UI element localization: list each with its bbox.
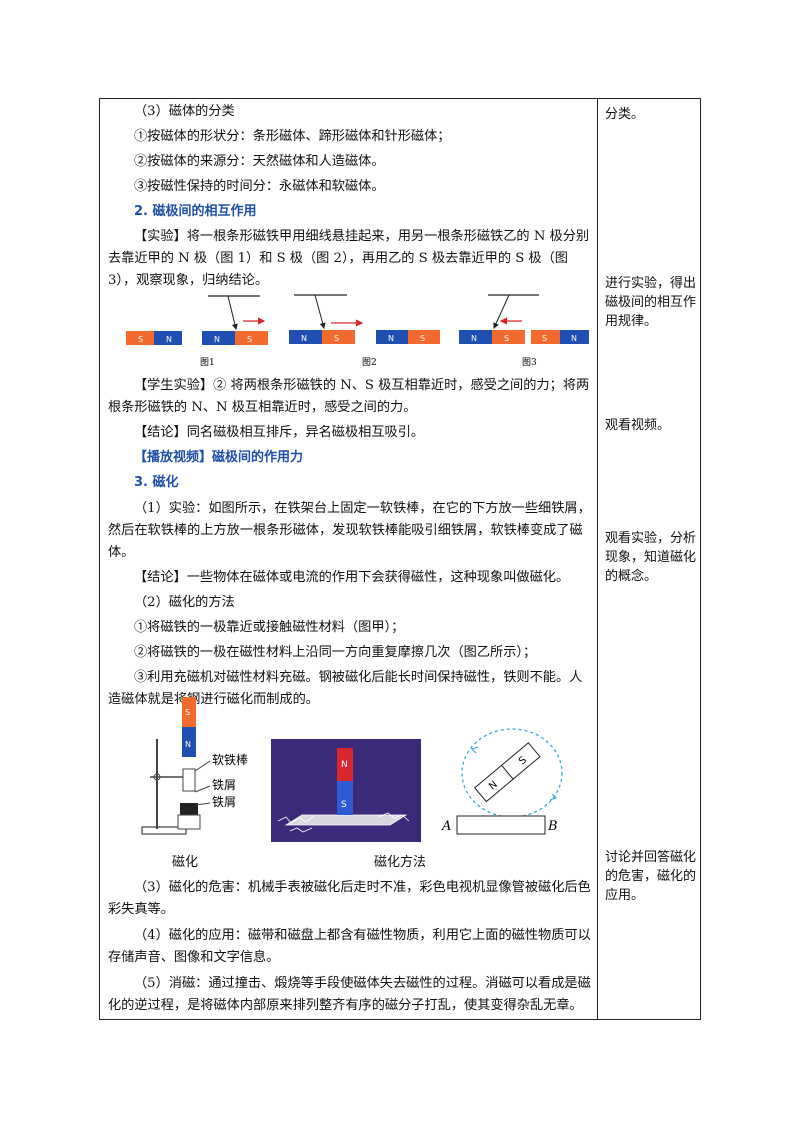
side-note-5: 讨论并回答磁化的危害，磁化的应用。 [605,850,697,903]
figure-caption: 图2 [362,357,377,368]
text-demagnetization: （5）消磁：通过撞击、煅烧等手段使磁体失去磁性的过程。消磁可以看成是磁化的逆过程… [108,976,591,1013]
text-method-2: ②将磁铁的一极在磁性材料上沿同一方向重复摩擦几次（图乙所示）； [134,645,537,660]
magnet-south-half [235,331,268,345]
pole-label: N [341,760,348,770]
text-conclusion-poles: 【结论】同名磁极相互排斥，异名磁极相互吸引。 [134,425,425,440]
thread [493,294,510,329]
thread [227,295,238,330]
pole-label: S [517,755,529,768]
rubbing-magnet-divider [501,765,514,780]
text-student-experiment: 【学生实验】② 将两根条形磁铁的 N、S 极互相靠近时，感受之间的力；将两根条形… [108,378,590,415]
text-method-1: ①将磁铁的一极靠近或接触磁性材料（图甲）； [134,620,405,635]
magnet-north-half [376,330,408,344]
text-source: ②按磁体的来源分：天然磁体和人造磁体。 [134,154,385,169]
photo-magnet-north [337,748,353,781]
text-conclusion-magnetization: 【结论】一些物体在磁体或电流的作用下会获得磁性，这种现象叫做磁化。 [134,570,570,585]
pole-interaction-figure: S N N S 图1 N S N S 图2 N [126,294,589,368]
pole-label: S [138,335,143,344]
caption-methods: 磁化方法 [374,855,427,870]
side-note-2: 进行实验，得出磁极间的相互作用规律。 [605,276,697,329]
heading-pole-interaction: 2. 磁极间的相互作用 [134,204,257,219]
lesson-table: （3）磁体的分类 ①按磁体的形状分：条形磁体、蹄形磁体和针形磁体； ②按磁体的来… [99,98,701,1020]
pole-label: S [247,335,252,344]
pole-label: N [388,334,394,343]
heading-magnetization: 3. 磁化 [134,475,179,490]
photo-magnet-south [337,781,353,815]
magnet-south-half [126,331,154,345]
magnet-north-half [202,331,235,345]
pole-label: N [166,335,172,344]
pole-label: S [334,334,339,343]
filings-sparks [277,812,410,833]
steel-bar-ab [456,815,546,835]
label-filings: 铁屑 [212,778,236,792]
text-applications: （4）磁化的应用：磁带和磁盘上都含有磁性物质，利用它上面的磁性物质可以存储声音、… [108,928,591,965]
pole-label: N [185,740,191,749]
pole-label: S [504,334,509,343]
side-note-4: 观看实验，分析现象，知道磁化的概念。 [605,531,697,584]
thread [314,294,326,329]
column-divider [597,99,598,1019]
label-soft-iron-rod: 软铁棒 [212,753,248,767]
label-filings: 铁屑 [212,795,236,809]
stand-base [141,826,187,835]
magnet-south-half [492,330,525,344]
figure-caption: 图1 [200,357,215,368]
figure-caption: 图3 [522,357,537,368]
magnet-north-half [154,331,182,345]
text-magnetization-experiment: （1）实验：如图所示，在铁架台上固定一软铁棒，在它的下方放一些细铁屑，然后在软铁… [108,501,591,560]
pole-label: N [571,334,577,343]
magnet-north-half [289,330,322,344]
pole-label: N [471,334,477,343]
pole-label: N [214,335,220,344]
filings-dish [177,814,201,830]
pole-label: S [420,334,425,343]
magnetization-figure: S N 软铁棒 铁屑 铁屑 N S [141,697,563,842]
caption-magnetization: 磁化 [172,855,199,870]
magnet-north-half [459,330,492,344]
side-note-1: 分类。 [605,107,645,122]
magnet-south-half [531,330,560,344]
soft-iron-rod [182,768,196,792]
pole-label: N [301,334,307,343]
label-line [194,785,211,793]
iron-plate [284,814,408,826]
bar-magnet-north [182,727,196,757]
pole-label: S [341,800,347,810]
side-note-3: 观看视频。 [605,418,671,433]
text-hazards: （3）磁化的危害：机械手表被磁化后走时不准，彩色电视机显像管被磁化后色彩失真等。 [108,880,591,917]
magnet-south-half [408,330,440,344]
bar-magnet-south [182,697,196,727]
pole-label: S [542,334,547,343]
label-line [194,760,211,772]
magnet-north-half [560,330,589,344]
text-experiment: 【实验】将一根条形磁铁甲用细线悬挂起来，用另一根条形磁铁乙的 N 极分别去靠近甲… [108,229,590,288]
text-magnet-classification: （3）磁体的分类 [134,104,235,119]
clamp-knob [153,773,161,781]
motion-arrowhead [549,793,557,801]
video-link[interactable]: 【播放视频】磁极间的作用力 [134,450,304,465]
text-method-3: ③利用充磁机对磁性材料充磁。钢被磁化后能长时间保持磁性，铁则不能。人造磁体就是将… [108,670,583,707]
text-shape: ①按磁体的形状分：条形磁体、蹄形磁体和针形磁体； [134,129,451,144]
label-line [195,802,211,806]
rubbing-magnet: N S [474,742,541,803]
motion-arrowhead [471,746,479,754]
pole-label: S [185,708,190,717]
text-time: ③按磁性保持的时间分：永磁体和软磁体。 [134,179,385,194]
label-a: A [441,819,451,834]
label-b: B [547,819,558,834]
magnet-south-half [322,330,355,344]
text-methods-title: （2）磁化的方法 [134,595,235,610]
